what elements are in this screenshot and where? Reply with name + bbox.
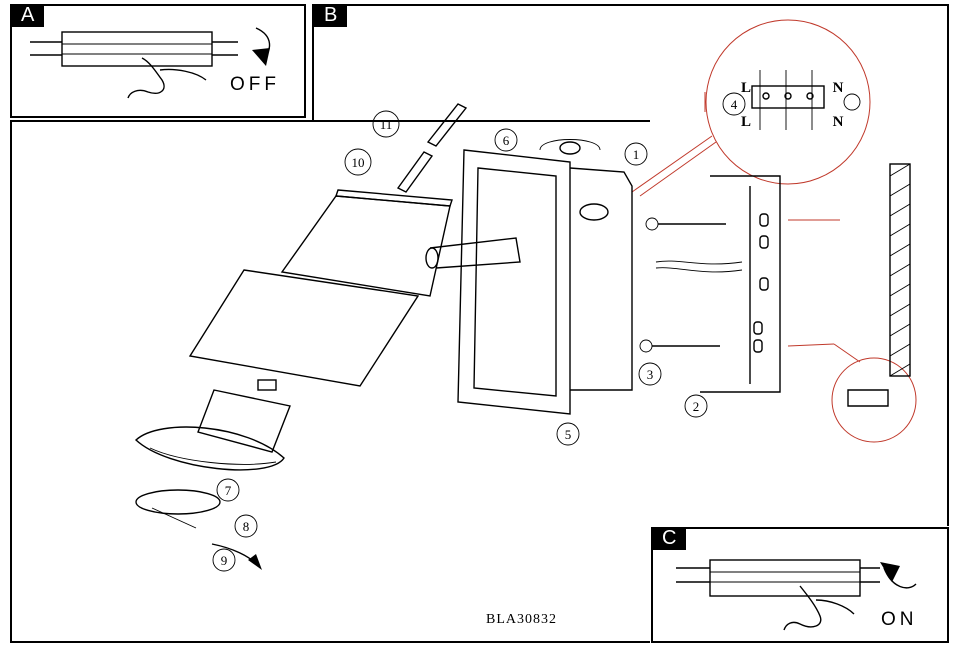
svg-text:3: 3 (647, 367, 654, 382)
svg-text:2: 2 (693, 399, 700, 414)
mounting-screws (639, 217, 743, 353)
wall-plate (457, 149, 633, 415)
callout-7: 7 (216, 478, 240, 502)
callout-2: 2 (684, 394, 708, 418)
panel-a-hand-icon (127, 57, 207, 99)
connector-rods (396, 103, 468, 193)
panel-a-switch-off: A OFF (10, 4, 306, 118)
panel-a-tag: A (11, 5, 45, 27)
callout-8: 8 (234, 514, 258, 538)
callout-11: 11 (372, 110, 400, 138)
lamp-head (188, 189, 521, 387)
callout-6: 6 (494, 128, 518, 152)
callout-5: 5 (556, 422, 580, 446)
svg-text:11: 11 (380, 117, 393, 132)
neutral-label-top: N (833, 80, 844, 96)
svg-text:1: 1 (633, 147, 640, 162)
wall-section (889, 163, 911, 377)
callout-10: 10 (344, 148, 372, 176)
front-glass-disc (135, 489, 221, 529)
svg-text:9: 9 (221, 553, 228, 568)
svg-text:4: 4 (731, 97, 738, 112)
svg-text:10: 10 (352, 155, 365, 170)
panel-c-hand-icon (783, 585, 855, 631)
panel-b-lower-frame (10, 120, 650, 643)
callout-3: 3 (638, 362, 662, 386)
panel-c-rotate-arrow-icon (880, 562, 917, 589)
svg-text:6: 6 (503, 133, 510, 148)
callout-4: 4 (722, 92, 746, 116)
panel-c-switch-on: C ON (651, 527, 949, 643)
svg-text:5: 5 (565, 427, 572, 442)
live-label-top: L (741, 80, 751, 96)
drill-guide-lines (787, 219, 917, 443)
model-code: BLA30832 (486, 612, 557, 627)
panel-a-rotate-arrow-icon (252, 27, 271, 66)
svg-text:7: 7 (225, 483, 232, 498)
top-screw-icon (539, 139, 601, 155)
mounting-bracket (700, 175, 781, 393)
live-label-bottom: L (741, 114, 751, 130)
panel-b-tag: B (314, 5, 348, 27)
callout-1: 1 (624, 142, 648, 166)
svg-text:8: 8 (243, 519, 250, 534)
panel-a-terminal-strip (30, 31, 238, 67)
wiring-detail-callout (631, 19, 871, 197)
rotate-arrow-icon (211, 543, 262, 570)
gu10-bulb (134, 379, 291, 471)
panel-c-tag: C (652, 528, 687, 550)
callout-9: 9 (212, 548, 236, 572)
off-state-label: OFF (230, 74, 280, 95)
panel-c-terminal-strip (676, 559, 880, 597)
on-state-label: ON (881, 609, 918, 630)
neutral-label-bottom: N (833, 114, 844, 130)
